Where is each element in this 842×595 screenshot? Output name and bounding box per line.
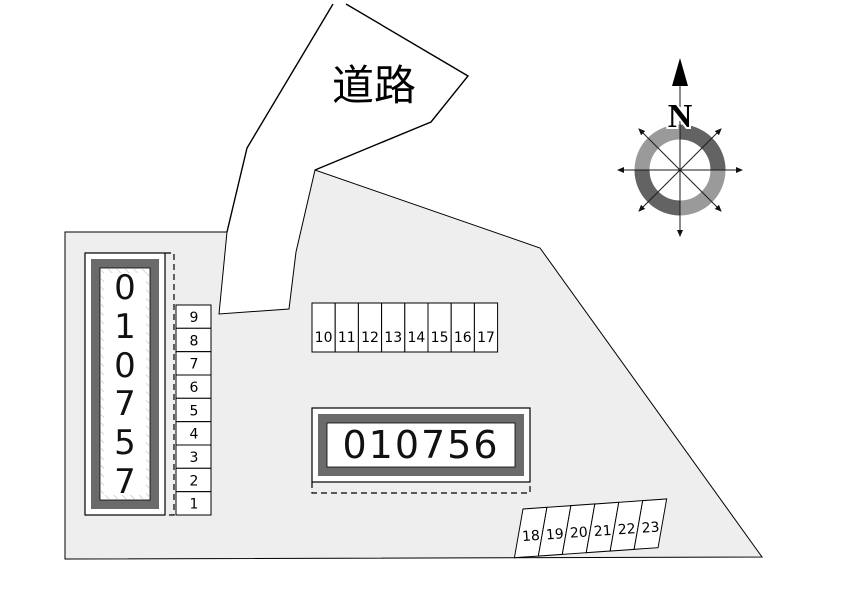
- parking-space-number: 21: [593, 523, 612, 540]
- parking-space-number: 2: [190, 473, 199, 489]
- parking-space-number: 14: [407, 330, 425, 346]
- road-edge-left: [226, 3, 334, 233]
- parking-space-number: 16: [454, 330, 472, 346]
- parking-space-number: 1: [190, 497, 199, 513]
- site-area: [64, 169, 763, 560]
- building-interior: [326, 422, 516, 468]
- compass: N: [617, 58, 743, 237]
- road-edge-right: [314, 3, 470, 171]
- compass-ray: [638, 169, 681, 212]
- building-left-digit: 5: [114, 423, 136, 463]
- parking-space-number: 17: [477, 330, 495, 346]
- building-010757: 0 1 0 7 5 7: [84, 252, 175, 516]
- parking-space-number: 11: [338, 330, 356, 346]
- parking-space-number: 20: [569, 525, 588, 542]
- compass-ray: [638, 128, 681, 171]
- parking-space-number: 23: [641, 520, 660, 537]
- parking-space-number: 19: [545, 526, 564, 543]
- parking-space-number: 5: [190, 403, 199, 419]
- parking-space-number: 13: [384, 330, 402, 346]
- compass-north-label: N: [668, 98, 693, 135]
- building-left-digit: 1: [114, 307, 136, 347]
- building-010756: 010756: [311, 407, 531, 494]
- parking-space-number: 12: [361, 330, 379, 346]
- compass-ray: [679, 169, 722, 212]
- parking-space-number: 8: [190, 333, 199, 349]
- parking-space-17: [473, 302, 499, 353]
- building-left-overhang-dashed: [165, 252, 175, 516]
- parking-diagonal-row: 18 19 20 21 22 23: [513, 498, 668, 559]
- parking-left-column: 9 8 7 6 5 4 3 2 1: [175, 304, 212, 516]
- building-left-digit: 0: [114, 268, 136, 308]
- parking-space-number: 3: [190, 450, 199, 466]
- building-left-digit: 0: [114, 346, 136, 386]
- parking-space-number: 6: [190, 380, 199, 396]
- parking-space-number: 22: [617, 521, 636, 538]
- parking-space-number: 7: [190, 357, 199, 373]
- parking-space-number: 15: [431, 330, 449, 346]
- parking-space-number: 10: [315, 330, 333, 346]
- building-center-overhang-dashed: [311, 482, 531, 494]
- parking-space-number: 9: [190, 310, 199, 326]
- parking-space-23: [633, 498, 668, 550]
- parking-space-number: 4: [190, 427, 199, 443]
- building-left-digit: 7: [114, 462, 136, 502]
- road-label: 道路: [332, 62, 416, 109]
- building-left-digit: 7: [114, 384, 136, 424]
- north-arrow-icon: [672, 58, 688, 86]
- building-label-backing: [104, 273, 146, 495]
- compass-ray: [679, 128, 722, 171]
- parking-space-1: [175, 491, 212, 516]
- parking-top-row: 10 11 12 13 14 15 16 17: [311, 302, 499, 353]
- parking-space-number: 18: [521, 528, 540, 545]
- building-center-label: 010756: [342, 423, 499, 467]
